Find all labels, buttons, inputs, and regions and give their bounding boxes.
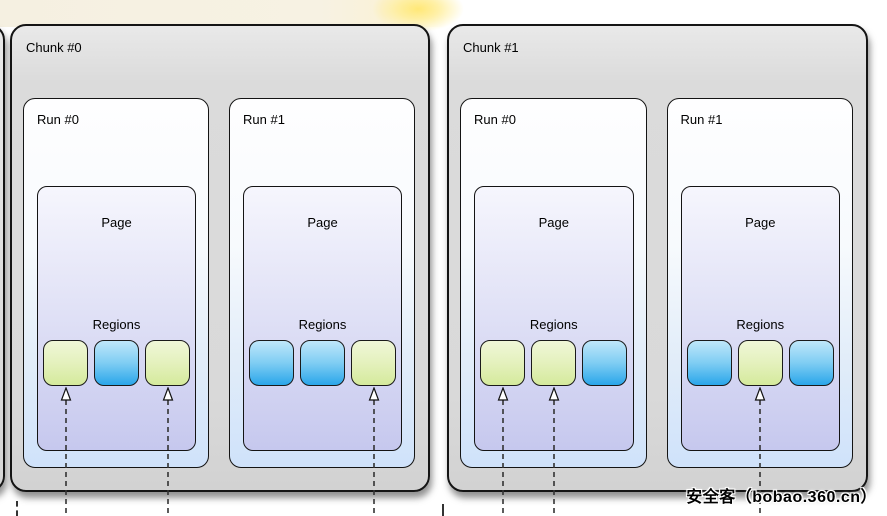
chunk-1-run-1-box: Run #1 Page Regions bbox=[666, 98, 853, 468]
cropped-arrow-stub bbox=[16, 501, 18, 516]
run-label: Run #0 bbox=[474, 112, 516, 127]
watermark: 安全客（bobao.360.cn） bbox=[686, 489, 877, 506]
up-arrow-icon bbox=[60, 387, 72, 516]
region-block bbox=[145, 340, 190, 386]
chunk-0-run-1-box: Run #1 Page Regions bbox=[229, 98, 415, 468]
page-label: Page bbox=[101, 215, 132, 230]
run-label: Run #1 bbox=[243, 112, 285, 127]
alloc-arrow bbox=[754, 387, 766, 516]
region-block bbox=[788, 340, 834, 386]
chunk-1-label: Chunk #1 bbox=[463, 40, 519, 55]
region-block bbox=[43, 340, 88, 386]
page-box: Page Regions bbox=[37, 186, 196, 451]
region-block bbox=[480, 340, 526, 386]
region-row bbox=[249, 340, 396, 386]
top-background-strip bbox=[0, 0, 446, 27]
regions-label: Regions bbox=[92, 317, 141, 332]
run-label: Run #1 bbox=[680, 112, 723, 127]
region-block bbox=[737, 340, 783, 386]
chunk-0-box: Chunk #0 Run #0 Page Regions Run #1 Page… bbox=[10, 24, 430, 492]
alloc-arrow bbox=[162, 387, 174, 516]
region-block bbox=[351, 340, 396, 386]
region-block bbox=[94, 340, 139, 386]
chunk-0-run-0-box: Run #0 Page Regions bbox=[23, 98, 209, 468]
page-box: Page Regions bbox=[243, 186, 402, 451]
alloc-arrow bbox=[497, 387, 509, 516]
region-row bbox=[686, 340, 834, 386]
page-box: Page Regions bbox=[474, 186, 634, 451]
alloc-arrow bbox=[60, 387, 72, 516]
alloc-arrow bbox=[548, 387, 560, 516]
up-arrow-icon bbox=[497, 387, 509, 516]
region-row bbox=[480, 340, 628, 386]
region-block bbox=[531, 340, 577, 386]
page-label: Page bbox=[307, 215, 338, 230]
regions-label: Regions bbox=[736, 317, 785, 332]
chunk-0-label: Chunk #0 bbox=[26, 40, 82, 55]
region-block bbox=[686, 340, 732, 386]
chunk-1-run-0-box: Run #0 Page Regions bbox=[460, 98, 647, 468]
alloc-arrow bbox=[368, 387, 380, 516]
region-block bbox=[300, 340, 345, 386]
region-block bbox=[249, 340, 294, 386]
regions-label: Regions bbox=[298, 317, 347, 332]
up-arrow-icon bbox=[368, 387, 380, 516]
regions-label: Regions bbox=[529, 317, 578, 332]
cutoff-chunk-fragment bbox=[0, 24, 5, 492]
page-box: Page Regions bbox=[680, 186, 840, 451]
page-label: Page bbox=[538, 215, 569, 230]
up-arrow-icon bbox=[162, 387, 174, 516]
run-label: Run #0 bbox=[37, 112, 79, 127]
region-block bbox=[582, 340, 628, 386]
up-arrow-icon bbox=[754, 387, 766, 516]
page-label: Page bbox=[745, 215, 776, 230]
chunk-1-box: Chunk #1 Run #0 Page Regions Run #1 Page… bbox=[447, 24, 868, 492]
cropped-arrow-stub bbox=[442, 504, 444, 516]
up-arrow-icon bbox=[548, 387, 560, 516]
region-row bbox=[43, 340, 190, 386]
